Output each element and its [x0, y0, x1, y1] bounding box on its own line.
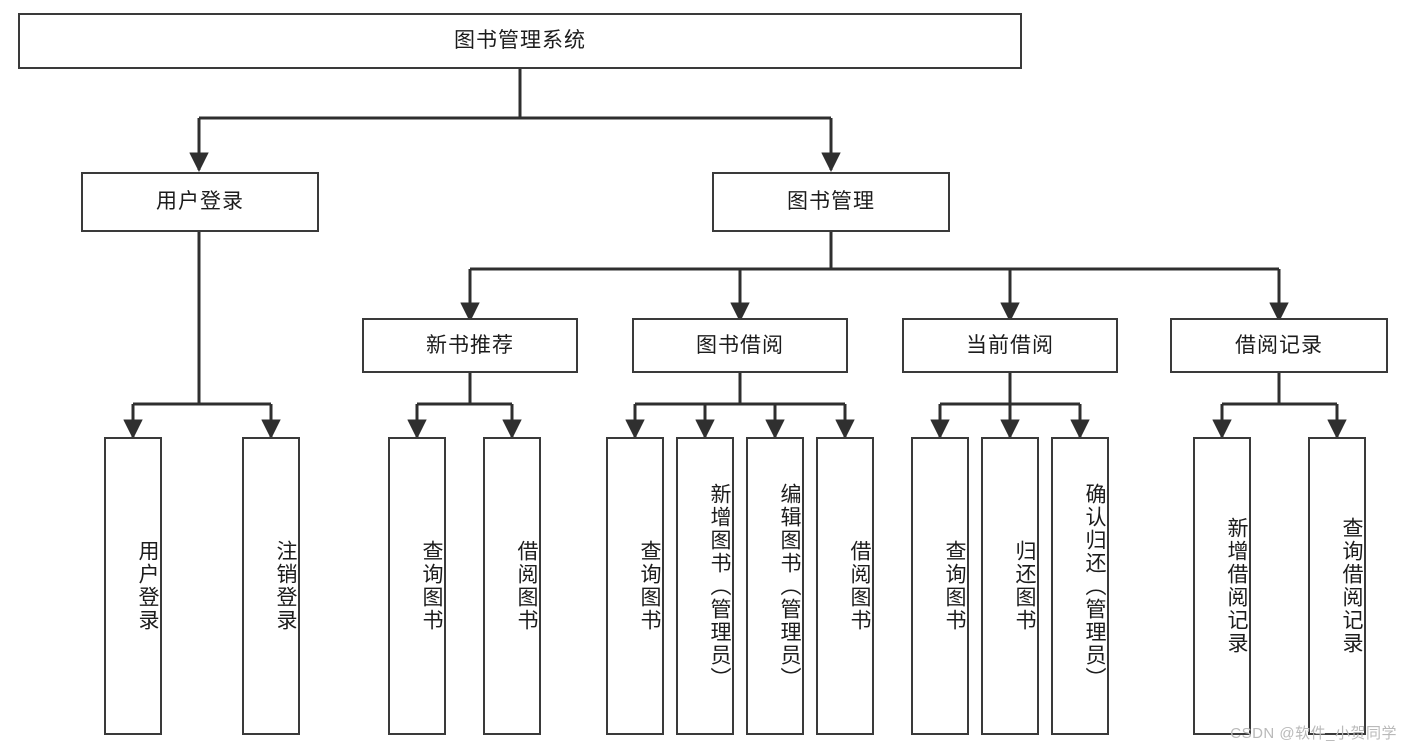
leaf-current-borrow-query-book[interactable]: 查询图书 — [911, 437, 969, 735]
leaf-user-login-logout[interactable]: 注销登录 — [242, 437, 300, 735]
leaf-new-book-query-book[interactable]: 查询图书 — [388, 437, 446, 735]
leaf-label: 新增图书（管理员） — [708, 482, 731, 690]
node-current-borrow[interactable]: 当前借阅 — [902, 318, 1118, 373]
node-book-borrow-label: 图书借阅 — [696, 333, 784, 357]
leaf-label: 查询借阅记录 — [1340, 517, 1363, 655]
leaf-label: 用户登录 — [136, 540, 159, 632]
node-borrow-record-label: 借阅记录 — [1235, 333, 1323, 357]
leaf-label: 编辑图书（管理员） — [778, 482, 801, 690]
node-current-borrow-label: 当前借阅 — [966, 333, 1054, 357]
leaf-current-borrow-confirm-return[interactable]: 确认归还（管理员） — [1051, 437, 1109, 735]
leaf-label: 确认归还（管理员） — [1083, 482, 1106, 690]
node-user-login-label: 用户登录 — [156, 190, 244, 214]
leaf-label: 借阅图书 — [515, 540, 538, 632]
node-borrow-record[interactable]: 借阅记录 — [1170, 318, 1388, 373]
leaf-label: 借阅图书 — [848, 540, 871, 632]
leaf-current-borrow-return-book[interactable]: 归还图书 — [981, 437, 1039, 735]
leaf-new-book-borrow-book[interactable]: 借阅图书 — [483, 437, 541, 735]
leaf-label: 新增借阅记录 — [1225, 517, 1248, 655]
node-new-book-recommend[interactable]: 新书推荐 — [362, 318, 578, 373]
node-root[interactable]: 图书管理系统 — [18, 13, 1022, 69]
csdn-watermark: CSDN @软件_小贺同学 — [1230, 725, 1397, 742]
leaf-user-login-user-login[interactable]: 用户登录 — [104, 437, 162, 735]
leaf-book-borrow-query-book[interactable]: 查询图书 — [606, 437, 664, 735]
node-book-management[interactable]: 图书管理 — [712, 172, 950, 232]
node-book-management-label: 图书管理 — [787, 190, 875, 214]
leaf-label: 注销登录 — [274, 540, 297, 632]
leaf-borrow-record-add-record[interactable]: 新增借阅记录 — [1193, 437, 1251, 735]
leaf-label: 查询图书 — [420, 540, 443, 632]
leaf-book-borrow-borrow-book[interactable]: 借阅图书 — [816, 437, 874, 735]
leaf-borrow-record-query-record[interactable]: 查询借阅记录 — [1308, 437, 1366, 735]
leaf-book-borrow-edit-book[interactable]: 编辑图书（管理员） — [746, 437, 804, 735]
leaf-label: 归还图书 — [1013, 540, 1036, 632]
node-book-borrow[interactable]: 图书借阅 — [632, 318, 848, 373]
leaf-label: 查询图书 — [638, 540, 661, 632]
node-root-label: 图书管理系统 — [454, 29, 586, 53]
leaf-book-borrow-add-book[interactable]: 新增图书（管理员） — [676, 437, 734, 735]
leaf-label: 查询图书 — [943, 540, 966, 632]
node-new-book-recommend-label: 新书推荐 — [426, 333, 514, 357]
node-user-login[interactable]: 用户登录 — [81, 172, 319, 232]
